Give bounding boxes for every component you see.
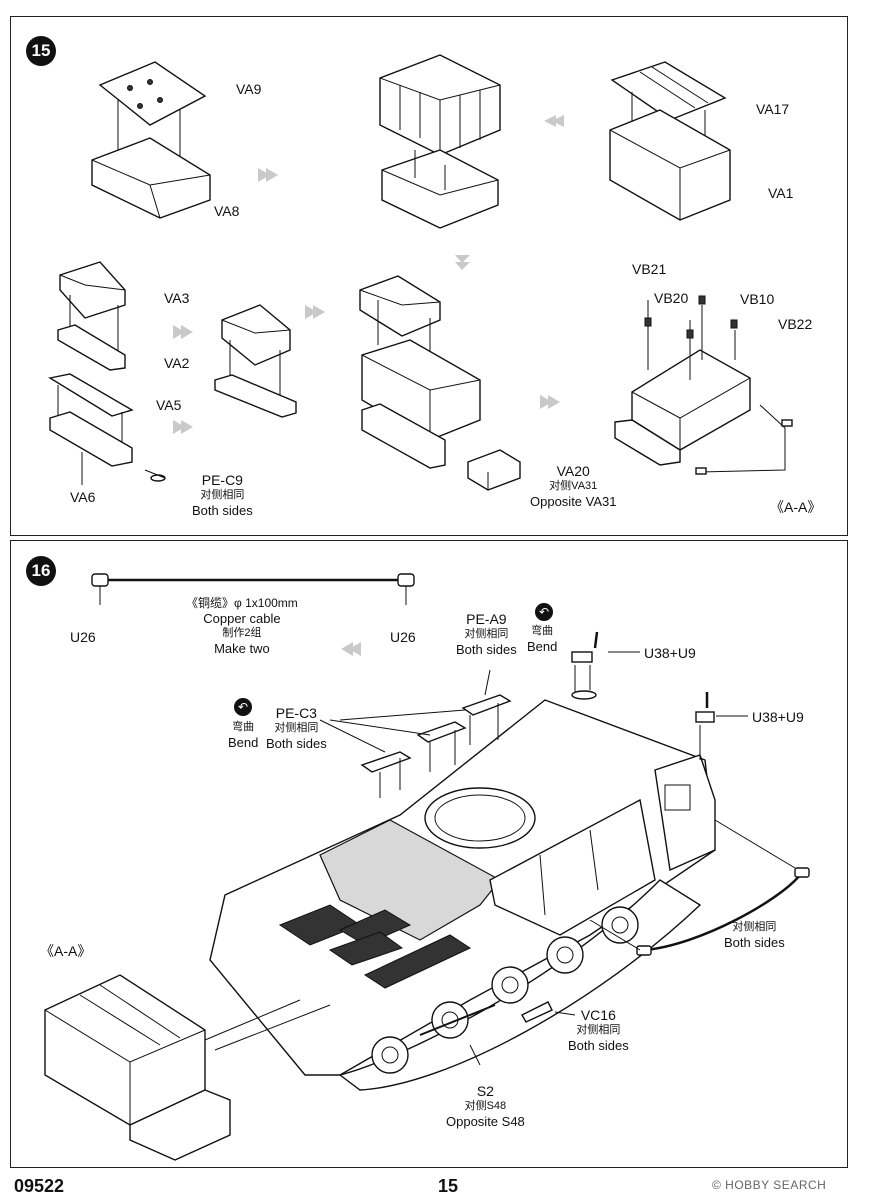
label-pe-a9: PE-A9 对侧相同 Both sides	[456, 611, 517, 658]
label-vc16: VC16 对侧相同 Both sides	[568, 1007, 629, 1054]
va9-part	[98, 61, 207, 170]
cable-en: Copper cable	[203, 611, 281, 626]
make-en: Make two	[214, 641, 270, 656]
label-section-15: 《A-A》	[770, 499, 822, 515]
pe-a9-cn: 对侧相同	[464, 628, 509, 640]
make-cn: 制作2组	[222, 627, 262, 639]
pe-c9-code: PE-C9	[201, 472, 243, 488]
label-pe-c9: PE-C9 对侧相同 Both sides	[192, 472, 253, 519]
bend-icon: ↶	[535, 603, 553, 621]
label-s2: S2 对侧S48 Opposite S48	[446, 1083, 525, 1130]
label-cable-side: 对侧相同 Both sides	[724, 920, 785, 950]
pe-a9-en: Both sides	[456, 642, 517, 657]
s2-cn: 对侧S48	[464, 1100, 507, 1112]
pe-c9-en: Both sides	[192, 503, 253, 518]
label-va20: VA20 对侧VA31 Opposite VA31	[530, 463, 617, 510]
label-bend-1: 弯曲 Bend	[527, 624, 557, 654]
label-u38-1: U38+U9	[644, 645, 696, 661]
vc16-code: VC16	[580, 1007, 616, 1023]
vehicle-hull	[209, 699, 716, 1091]
va20-en: Opposite VA31	[530, 494, 617, 509]
label-va8: VA8	[214, 203, 240, 219]
va5-va6-part	[48, 373, 166, 485]
label-bend-2: 弯曲 Bend	[228, 720, 258, 750]
step-15-number: 15	[26, 36, 56, 66]
pe-a9-code: PE-A9	[466, 611, 507, 627]
pe-c9-cn: 对侧相同	[200, 489, 245, 501]
label-vb10: VB10	[740, 291, 775, 307]
label-va9: VA9	[236, 81, 262, 97]
bend2-en: Bend	[228, 735, 259, 750]
bend-icon-2: ↶	[234, 698, 252, 716]
a-a-detail-part	[44, 974, 331, 1161]
cable-side-cn: 对侧相同	[732, 921, 777, 933]
vc16-cn: 对侧相同	[576, 1024, 621, 1036]
label-va1: VA1	[768, 185, 794, 201]
va8-part	[91, 137, 211, 219]
s2-en: Opposite S48	[446, 1114, 525, 1129]
box-upper-assembly	[379, 54, 501, 229]
label-va17: VA17	[756, 101, 790, 117]
u38-u9-parts	[571, 631, 748, 760]
side-cable-part	[589, 819, 810, 956]
assembly-vb-parts	[614, 295, 793, 475]
pe-c3-en: Both sides	[266, 736, 327, 751]
label-va3: VA3	[164, 290, 190, 306]
label-u26-right: U26	[390, 629, 416, 645]
cable-cn: 《铜缆》φ 1x100mm	[186, 596, 298, 610]
label-vb20: VB20	[654, 290, 689, 306]
label-va2: VA2	[164, 355, 190, 371]
va20-cn: 对侧VA31	[549, 480, 598, 492]
copper-cable-part	[91, 573, 415, 605]
pe-c3-pe-a9-parts	[319, 669, 512, 798]
bend1-cn: 弯曲	[531, 625, 554, 637]
cable-side-en: Both sides	[724, 935, 785, 950]
pe-c3-cn: 对侧相同	[274, 722, 319, 734]
assembly-stage-3	[359, 275, 521, 491]
step-16-number: 16	[26, 556, 56, 586]
watermark: © HOBBY SEARCH	[712, 1178, 827, 1192]
label-section-16: 《A-A》	[40, 943, 92, 959]
vc16-s2-parts	[419, 1001, 576, 1066]
s2-code: S2	[476, 1083, 494, 1099]
label-u38-2: U38+U9	[752, 709, 804, 725]
product-code: 09522	[14, 1176, 65, 1196]
label-copper-cable: 《铜缆》φ 1x100mm Copper cable 制作2组 Make two	[186, 596, 298, 656]
label-pe-c3: PE-C3 对侧相同 Both sides	[266, 705, 327, 752]
vc16-en: Both sides	[568, 1038, 629, 1053]
label-va6: VA6	[70, 489, 96, 505]
pe-c3-code: PE-C3	[275, 705, 317, 721]
label-u26-left: U26	[70, 629, 96, 645]
label-vb21: VB21	[632, 261, 667, 277]
va3-va2-part	[57, 261, 126, 371]
bend1-en: Bend	[527, 639, 558, 654]
va17-va1-part	[609, 61, 731, 221]
va20-code: VA20	[556, 463, 590, 479]
bend2-cn: 弯曲	[232, 721, 255, 733]
label-vb22: VB22	[778, 316, 813, 332]
label-va5: VA5	[156, 397, 182, 413]
page-number: 15	[438, 1176, 459, 1196]
assembly-stage-2	[214, 304, 297, 418]
